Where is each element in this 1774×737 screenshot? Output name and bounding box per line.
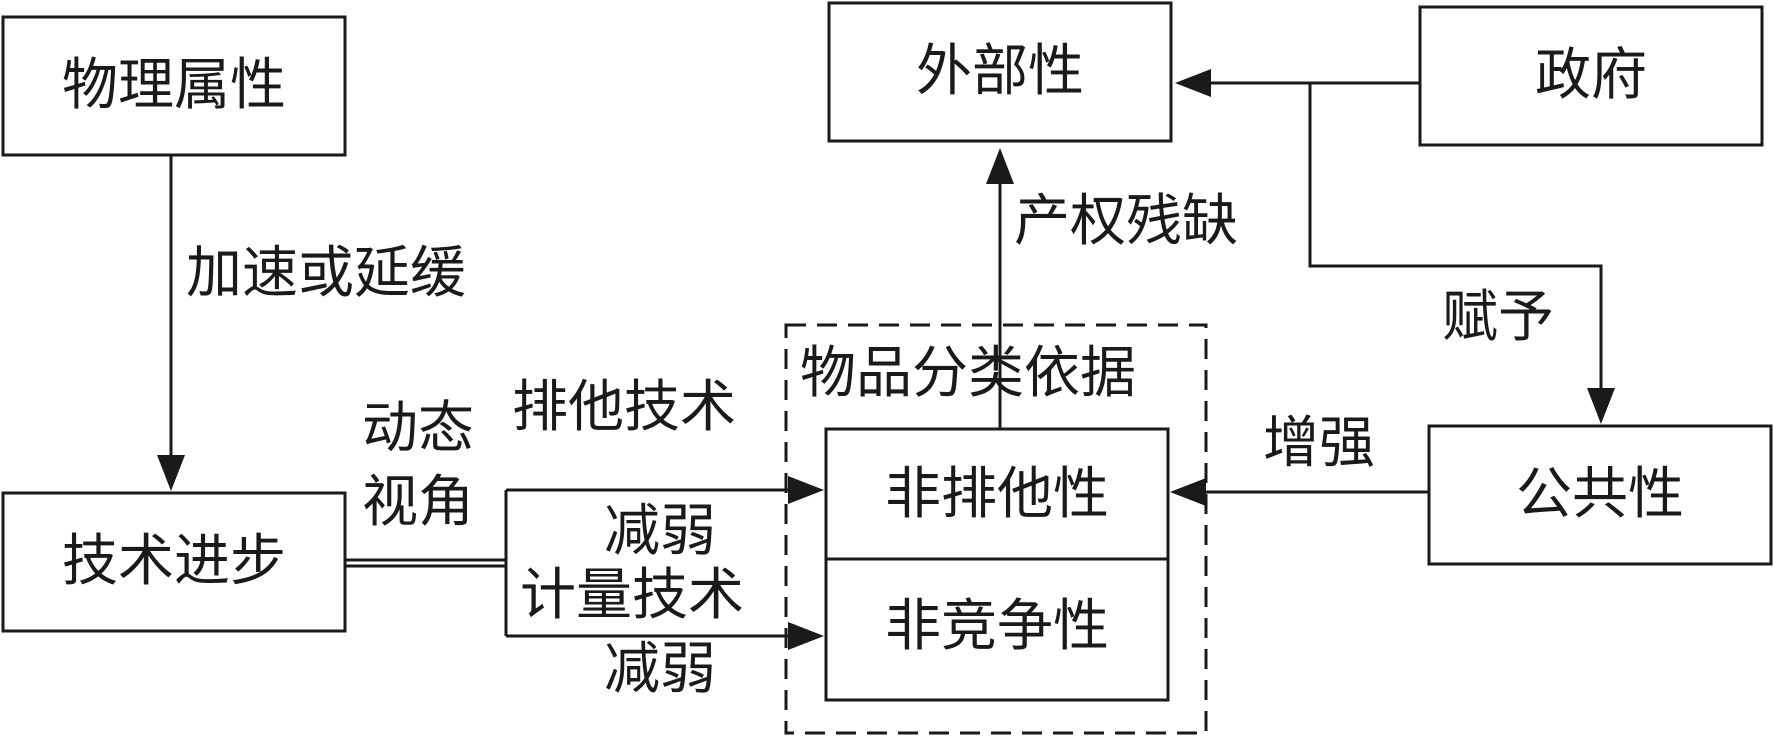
arrow-gov-to-publicness-line	[1308, 83, 1603, 392]
arrow-physical-to-tech-head	[157, 455, 185, 491]
dynamic-view-line2: 视角	[362, 470, 474, 535]
weaken-label-1: 减弱	[604, 499, 716, 564]
publicness-box	[1427, 424, 1773, 566]
publicness-label: 公共性	[1516, 462, 1684, 527]
weaken-label-2: 减弱	[604, 637, 716, 702]
exclusion-tech-label: 排他技术	[512, 375, 736, 440]
arrow-to-non-excludability-head	[788, 476, 824, 504]
enhance-label: 增强	[1263, 411, 1375, 476]
non-excludability-box	[824, 427, 1170, 561]
accelerate-or-delay-label: 加速或延缓	[186, 241, 466, 306]
government-box	[1418, 5, 1764, 147]
non-excludability-label: 非排他性	[885, 462, 1109, 527]
arrow-publicness-to-non-excl-head	[1170, 478, 1206, 506]
classification-group-border	[784, 323, 1208, 735]
endow-label: 赋予	[1442, 285, 1554, 350]
physical-attributes-box	[1, 15, 347, 157]
non-rivalry-label: 非竞争性	[885, 594, 1109, 659]
externality-box	[827, 1, 1173, 143]
non-rivalry-box	[824, 557, 1170, 702]
arrow-to-externality-head	[986, 148, 1014, 184]
physical-attributes-label: 物理属性	[62, 53, 286, 118]
incomplete-property-rights-label: 产权残缺	[1014, 189, 1238, 254]
arrow-gov-to-externality-head	[1175, 69, 1211, 97]
arrow-to-non-rivalry-head	[788, 622, 824, 650]
metering-tech-label: 计量技术	[520, 563, 744, 628]
dynamic-view-line1: 动态	[362, 396, 474, 461]
tech-progress-label: 技术进步	[62, 529, 286, 594]
tech-progress-box	[1, 491, 347, 633]
government-label: 政府	[1535, 43, 1647, 108]
classification-basis-label: 物品分类依据	[800, 341, 1136, 406]
externality-label: 外部性	[916, 39, 1084, 104]
arrow-gov-to-publicness-head	[1587, 388, 1615, 424]
